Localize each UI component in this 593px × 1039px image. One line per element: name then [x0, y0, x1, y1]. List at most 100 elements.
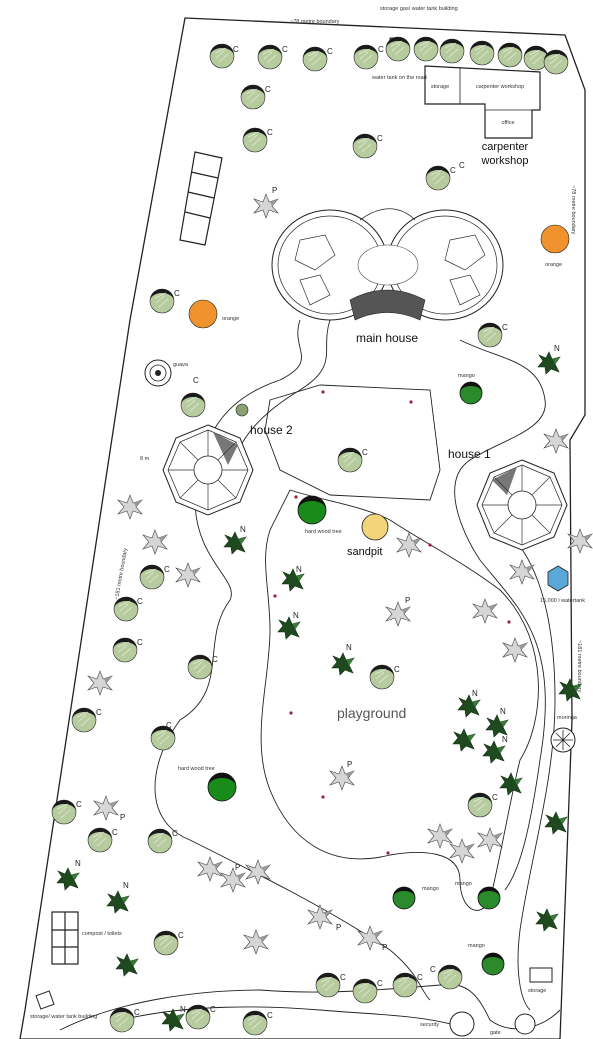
- tree-p-letters: PP PP PP P: [120, 186, 410, 952]
- security-label: security: [420, 1022, 439, 1028]
- boundary-right-label: ~78 metre boundary: [570, 185, 576, 235]
- svg-text:C: C: [327, 47, 333, 56]
- gate-label: gate: [490, 1030, 501, 1036]
- svg-text:P: P: [235, 863, 240, 872]
- svg-text:P: P: [405, 596, 410, 605]
- svg-text:C: C: [492, 793, 498, 802]
- svg-text:C: C: [450, 166, 456, 175]
- mango-tree: [459, 381, 483, 405]
- carpenter-label-line2: workshop: [480, 155, 528, 167]
- guava-tree: [144, 359, 172, 387]
- water-tank: [547, 565, 569, 592]
- svg-text:N: N: [500, 707, 506, 716]
- main-house-label: main house: [356, 331, 418, 345]
- svg-text:C: C: [137, 597, 143, 606]
- bottom-right-hut-label: storage: [528, 988, 546, 994]
- carpenter-label-line1: carpenter: [482, 141, 529, 153]
- mango-tree: [481, 952, 505, 976]
- compost-toilets: [51, 911, 79, 965]
- house-dim-label: 8 m: [140, 456, 150, 462]
- water-tank-label: 15,000 l watertank: [540, 598, 585, 604]
- pathways: [59, 319, 561, 1031]
- svg-text:P: P: [272, 186, 277, 195]
- gate-structure: [514, 1013, 536, 1035]
- house-1: [476, 459, 568, 551]
- tree-n-letters: NN NN NN NN NN N: [75, 344, 560, 1014]
- svg-text:C: C: [210, 1005, 216, 1014]
- orange-tree: [188, 299, 218, 329]
- svg-text:N: N: [296, 565, 302, 574]
- hardwood-tree-label: hard wood tree: [305, 529, 342, 535]
- house-2: [162, 424, 254, 516]
- garden-bed-label: compost / toilets: [82, 931, 122, 937]
- mango-bottom-label: mango: [468, 943, 485, 949]
- svg-text:C: C: [112, 828, 118, 837]
- svg-text:N: N: [554, 344, 560, 353]
- office-label: office: [501, 120, 514, 126]
- svg-text:C: C: [134, 1008, 140, 1017]
- boundary-right2-label: ~181 metre boundary: [576, 640, 582, 693]
- svg-text:N: N: [293, 611, 299, 620]
- moringa-label: moringa: [557, 715, 578, 721]
- tree-n-group: [56, 351, 582, 1032]
- svg-text:C: C: [96, 708, 102, 717]
- orange-right-label: orange: [545, 262, 562, 268]
- playground-label: playground: [337, 705, 406, 721]
- house-1-label: house 1: [448, 447, 491, 461]
- orange-left-label: orange: [222, 316, 239, 322]
- mango-top-label: mango: [458, 373, 475, 379]
- svg-text:P: P: [382, 943, 387, 952]
- svg-text:C: C: [430, 965, 436, 974]
- svg-text:N: N: [240, 525, 246, 534]
- sandpit-label: sandpit: [347, 546, 382, 558]
- carpenter-workshop-building: storage carpenter workshop office carpen…: [424, 65, 541, 167]
- property-boundary: [19, 17, 586, 1039]
- hardwood-tree: [207, 772, 237, 802]
- svg-text:C: C: [76, 800, 82, 809]
- svg-text:C: C: [172, 829, 178, 838]
- svg-text:N: N: [472, 689, 478, 698]
- svg-text:C: C: [267, 1011, 273, 1020]
- small-shrub: [235, 403, 249, 417]
- water-tank-road-label: water tank on the road: [371, 75, 427, 81]
- svg-text:C: C: [212, 655, 218, 664]
- svg-text:N: N: [502, 735, 508, 744]
- storage-room-label: storage: [431, 84, 449, 90]
- svg-text:C: C: [377, 134, 383, 143]
- mango-low-label: mango: [455, 881, 472, 887]
- hardwood-tree-label-2: hard wood tree: [178, 766, 215, 772]
- storage-top-label: storage gas/ water tank building: [380, 6, 458, 12]
- svg-text:N: N: [346, 643, 352, 652]
- mango-tree: [392, 886, 416, 910]
- svg-text:C: C: [394, 665, 400, 674]
- moringa-tree: [550, 727, 576, 753]
- svg-text:C: C: [166, 721, 172, 730]
- svg-text:C: C: [267, 128, 273, 137]
- mango-mid-label: mango: [422, 886, 439, 892]
- svg-text:C: C: [362, 448, 368, 457]
- svg-text:C: C: [340, 973, 346, 982]
- svg-text:C: C: [193, 376, 199, 385]
- storage-bottom-label: storage/ water tank building: [30, 1014, 97, 1020]
- svg-text:C: C: [378, 45, 384, 54]
- svg-text:N: N: [123, 881, 129, 890]
- house-2-label: house 2: [250, 423, 293, 437]
- sandpit: [361, 513, 389, 541]
- boundary-left-label: ~181 metre boundary: [114, 547, 129, 600]
- svg-text:N: N: [180, 1005, 186, 1014]
- svg-text:P: P: [120, 813, 125, 822]
- main-house: main house: [271, 208, 504, 345]
- svg-text:C: C: [178, 931, 184, 940]
- carpenter-room-label: carpenter workshop: [476, 84, 524, 90]
- mango-tree: [477, 886, 501, 910]
- hardwood-tree: [297, 495, 327, 525]
- guava-label: guava: [173, 362, 189, 368]
- svg-text:C: C: [233, 45, 239, 54]
- storage-bottom-building: [35, 990, 55, 1010]
- svg-text:C: C: [164, 565, 170, 574]
- svg-text:C: C: [137, 638, 143, 647]
- svg-text:C: C: [459, 161, 465, 170]
- orange-tree: [540, 224, 570, 254]
